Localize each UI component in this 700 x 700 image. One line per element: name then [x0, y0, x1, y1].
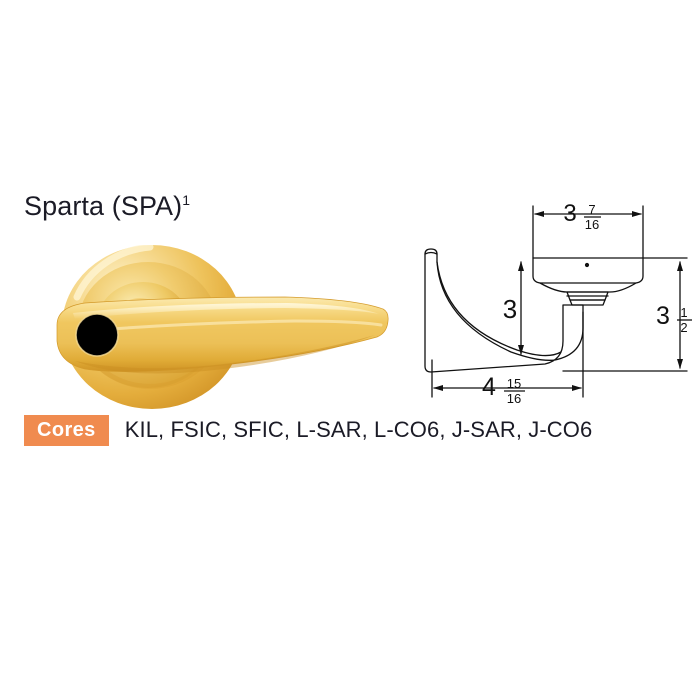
dim-arrow-left-top: [518, 261, 524, 271]
dim-arrow-top-left: [534, 211, 544, 217]
page-title: Sparta (SPA)1: [24, 190, 190, 222]
dim-right-whole: 3: [656, 302, 670, 330]
lever-photo-graphic: [56, 245, 389, 409]
dim-arrow-bottom-right: [572, 385, 582, 391]
dim-arrow-left-bottom: [518, 345, 524, 355]
technical-drawing: 3 7 16 3 3 1 2 4 15 16: [415, 192, 700, 407]
drawing-collar-lower: [569, 299, 606, 306]
lever-handle-shadow: [75, 335, 375, 374]
drawing-rose-plate: [532, 257, 644, 284]
dim-bottom-whole: 4: [482, 373, 496, 401]
dim-label-top-width: 3 7 16: [563, 200, 601, 232]
cores-values: KIL, FSIC, SFIC, L-SAR, L-CO6, J-SAR, J-…: [124, 417, 593, 442]
dim-label-bottom-width: 4 15 16: [482, 373, 525, 406]
drawing-lever-body: [424, 248, 584, 373]
drawing-lever-inner-curve: [436, 261, 562, 357]
drawing-rose-shoulder: [539, 282, 637, 293]
dim-arrow-top-right: [632, 211, 642, 217]
dim-right-denominator: 2: [680, 320, 687, 335]
rose-highlight-arc: [73, 245, 154, 301]
dim-arrow-right-top: [677, 261, 683, 271]
product-title-text: Sparta (SPA): [24, 191, 183, 221]
dim-arrow-bottom-left: [433, 385, 443, 391]
cores-row: Cores KIL, FSIC, SFIC, L-SAR, L-CO6, J-S…: [24, 414, 592, 446]
cores-badge: Cores: [24, 414, 109, 446]
rose-highlight-arc-2: [92, 360, 208, 389]
dim-label-left-height: 3: [503, 294, 517, 324]
dim-left-whole: 3: [503, 294, 517, 324]
dim-bottom-denominator: 16: [507, 391, 521, 406]
dim-top-whole: 3: [563, 200, 576, 227]
dim-bottom-numerator: 15: [507, 376, 521, 391]
drawing-screw-hole-dot: [584, 262, 590, 268]
dim-top-denominator: 16: [585, 217, 599, 232]
product-title-footnote-marker: 1: [182, 192, 191, 208]
drawing-lever-tip: [424, 251, 438, 255]
lever-handle-highlight-thin: [83, 319, 383, 333]
dimensioned-side-view-graphic: 3 7 16 3 3 1 2 4 15 16: [424, 200, 692, 406]
lever-handle: [56, 296, 389, 372]
dim-arrow-right-bottom: [677, 359, 683, 369]
dim-top-numerator: 7: [588, 202, 595, 217]
core-hole-rim-highlight: [75, 313, 119, 357]
dim-label-right-height: 3 1 2: [656, 302, 692, 335]
lever-handle-highlight: [73, 303, 379, 319]
dim-right-numerator: 1: [680, 305, 687, 320]
core-hole: [76, 314, 118, 356]
product-photo: [55, 245, 390, 410]
